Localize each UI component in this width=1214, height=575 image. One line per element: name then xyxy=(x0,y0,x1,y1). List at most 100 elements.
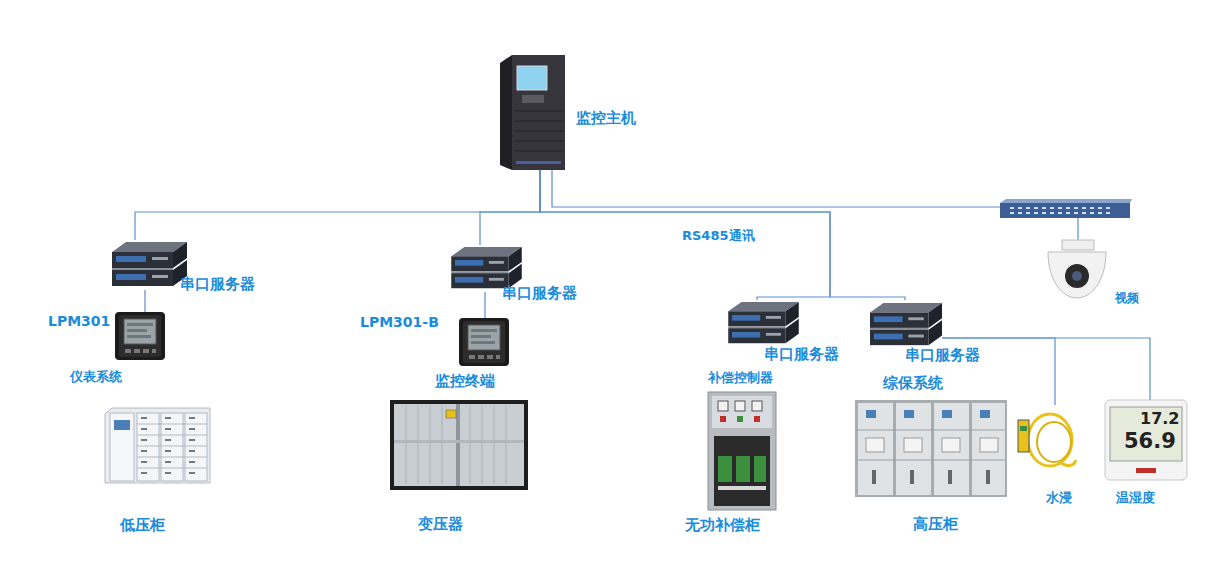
high-voltage-cabinet-part xyxy=(942,438,960,452)
host-tower-part xyxy=(512,55,565,170)
high-voltage-cabinet-part xyxy=(896,403,931,495)
low-voltage-cabinet-part xyxy=(185,413,207,481)
temp-humidity-sensor-part xyxy=(1136,468,1156,473)
compensation-cabinet-part xyxy=(712,396,772,428)
temp-humidity-sensor-part xyxy=(1110,407,1182,461)
device-label: 串口服务器 xyxy=(764,345,839,363)
high-voltage-cabinet-part xyxy=(948,470,952,484)
high-voltage-cabinet-part xyxy=(942,410,952,418)
water-sensor-part xyxy=(1020,426,1027,431)
device-label: 串口服务器 xyxy=(905,346,980,364)
high-voltage-cabinet-part xyxy=(904,410,914,418)
device-label: 监控终端 xyxy=(435,372,495,390)
transformer xyxy=(390,400,528,490)
bus-wire xyxy=(144,290,145,312)
device-label: 监控主机 xyxy=(576,109,636,127)
bus-wire xyxy=(484,292,485,318)
device-node: LPM301仪表系统 xyxy=(115,312,165,360)
transformer-part xyxy=(394,440,524,443)
host-tower-part xyxy=(514,120,563,122)
temp-humidity-sensor xyxy=(1105,400,1187,480)
high-voltage-cabinet-part xyxy=(858,403,893,495)
device-label: 补偿控制器 xyxy=(708,370,773,386)
compensation-cabinet-part xyxy=(735,401,745,411)
device-node: LPM301-B监控终端 xyxy=(458,318,510,366)
water-sensor-part xyxy=(1028,414,1072,466)
serial-server-icon xyxy=(451,247,522,288)
dome-camera-part xyxy=(1048,252,1106,298)
low-voltage-cabinet-part xyxy=(105,408,210,483)
device-node: 低压柜 xyxy=(105,408,210,483)
device-label: LPM301 xyxy=(48,313,110,330)
host-tower xyxy=(500,55,565,170)
high-voltage-cabinet xyxy=(855,400,1007,497)
host-tower-part xyxy=(514,150,563,152)
device-label: 串口服务器 xyxy=(502,284,577,302)
network-switch-part xyxy=(1010,208,1110,213)
network-switch-part xyxy=(1000,199,1132,203)
temp-humidity-sensor-part xyxy=(1105,400,1187,480)
compensation-cabinet-part xyxy=(714,436,770,506)
host-tower-part xyxy=(514,140,563,142)
compensation-cabinet xyxy=(708,392,776,510)
dome-camera-part xyxy=(1072,271,1082,281)
compensation-cabinet-part xyxy=(754,416,760,422)
device-label: 综保系统 xyxy=(883,374,943,392)
network-switch-part xyxy=(1000,203,1130,218)
device-node: 综保系统高压柜 xyxy=(855,400,1007,497)
compensation-cabinet-part xyxy=(736,456,750,482)
serial-server-icon xyxy=(112,242,187,286)
host-tower-part xyxy=(514,110,563,112)
meter-icon xyxy=(459,318,509,366)
low-voltage-cabinet xyxy=(105,408,210,483)
device-label: 水浸 xyxy=(1046,490,1072,506)
transformer-part xyxy=(394,404,524,486)
meter-icon xyxy=(115,312,165,360)
device-node: 水浸 xyxy=(1015,405,1077,470)
device-label: 无功补偿柜 xyxy=(685,516,760,534)
protocol-label: RS485通讯 xyxy=(682,229,755,243)
display-reading: 17.2 xyxy=(1140,410,1179,428)
device-node: 串口服务器 xyxy=(112,240,187,290)
dome-camera-part xyxy=(1065,264,1089,288)
device-node: 补偿控制器无功补偿柜 xyxy=(708,392,776,510)
host-tower-part xyxy=(516,161,561,164)
compensation-cabinet-part xyxy=(752,401,762,411)
bus-wire xyxy=(480,170,540,245)
high-voltage-cabinet-part xyxy=(934,403,969,495)
display-reading: 56.9 xyxy=(1124,430,1176,453)
low-voltage-cabinet-part xyxy=(110,413,134,481)
dome-camera-part xyxy=(1062,240,1094,250)
water-sensor-part xyxy=(1037,422,1071,462)
compensation-cabinet-part xyxy=(720,416,726,422)
high-voltage-cabinet-part xyxy=(910,470,914,484)
low-voltage-cabinet-part xyxy=(161,413,183,481)
host-tower-part xyxy=(517,66,547,90)
device-node: 串口服务器 xyxy=(450,245,523,292)
device-node: 变压器 xyxy=(390,400,528,490)
compensation-cabinet-part xyxy=(737,416,743,422)
bus-wire xyxy=(540,170,905,300)
high-voltage-cabinet-part xyxy=(858,430,1005,460)
high-voltage-cabinet-part xyxy=(972,403,1005,495)
device-label: 低压柜 xyxy=(120,516,165,534)
device-label: 温湿度 xyxy=(1116,490,1155,506)
high-voltage-cabinet-part xyxy=(980,410,990,418)
device-node: 串口服务器 xyxy=(870,300,942,350)
compensation-cabinet-part xyxy=(718,486,766,490)
high-voltage-cabinet-part xyxy=(980,438,998,452)
serial-server-icon xyxy=(870,303,942,345)
host-tower-part xyxy=(500,55,512,170)
device-node: 串口服务器 xyxy=(727,300,800,347)
device-node: 监控主机 xyxy=(500,55,565,170)
bus-wire xyxy=(552,170,1078,240)
bus-wire xyxy=(135,170,540,240)
network-switch xyxy=(1000,199,1132,218)
low-voltage-cabinet-part xyxy=(137,413,159,481)
bus-wire xyxy=(540,170,830,300)
compensation-cabinet-part xyxy=(708,392,776,510)
transformer-part xyxy=(456,404,460,486)
device-label: 视频 xyxy=(1115,291,1139,305)
low-voltage-cabinet-part xyxy=(114,420,130,430)
high-voltage-cabinet-part xyxy=(855,400,1007,497)
